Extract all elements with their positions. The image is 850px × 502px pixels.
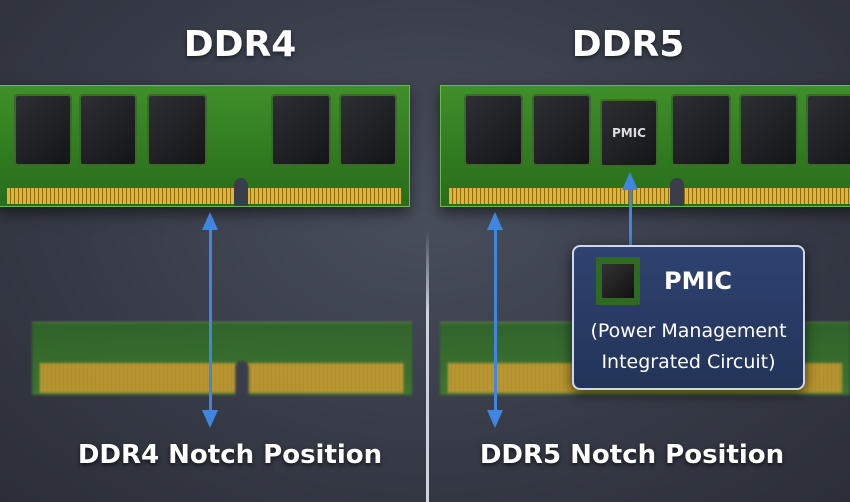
- ddr4-caption: DDR4 Notch Position: [77, 440, 383, 470]
- ddr5-caption: DDR5 Notch Position: [479, 440, 785, 470]
- callout-title: PMIC: [664, 267, 733, 295]
- memory-chip: [16, 96, 70, 164]
- arrow-up-icon: [202, 212, 218, 230]
- gold-contacts: [7, 188, 401, 204]
- gold-contacts: [449, 188, 850, 204]
- ddr4-title: DDR4: [183, 24, 297, 65]
- pmic-chip: PMIC: [602, 101, 656, 165]
- callout-line1: (Power Management: [590, 320, 787, 342]
- ddr4-notch: [235, 361, 249, 395]
- ddr5-module: PMIC: [440, 85, 850, 207]
- arrow-down-icon: [202, 410, 218, 428]
- arrow-up-icon: [622, 172, 638, 190]
- arrow-up-icon: [487, 212, 503, 230]
- memory-chip: [466, 96, 521, 164]
- ddr4-notch: [234, 178, 248, 206]
- ddr5-notch-arrow: [494, 228, 497, 414]
- ddr4-notch-arrow: [209, 228, 212, 414]
- arrow-down-icon: [487, 410, 503, 428]
- pmic-arrow: [629, 188, 632, 246]
- memory-chip: [81, 96, 135, 164]
- memory-chip: [673, 96, 729, 164]
- divider: [426, 230, 429, 502]
- pmic-chip-icon: [596, 257, 640, 305]
- memory-chip: [341, 96, 395, 164]
- gold-contacts: [40, 363, 404, 393]
- memory-chip: [741, 96, 796, 164]
- ddr4-module: [0, 85, 410, 207]
- ddr5-title: DDR5: [571, 24, 685, 65]
- ddr5-notch: [670, 178, 684, 206]
- memory-chip: [149, 96, 205, 164]
- memory-chip: [534, 96, 589, 164]
- memory-chip: [273, 96, 329, 164]
- callout-line2: Integrated Circuit): [601, 351, 776, 373]
- pmic-callout: PMIC (Power Management Integrated Circui…: [572, 245, 805, 390]
- memory-chip: [808, 96, 850, 164]
- ddr4-module-side: [32, 322, 412, 395]
